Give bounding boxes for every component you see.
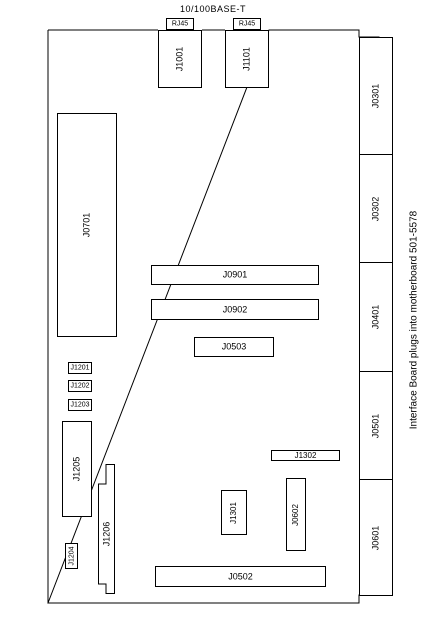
connector-j0503: J0503 (194, 337, 274, 357)
connector-j0401: J0401 (359, 262, 393, 372)
connector-j1205: J1205 (62, 421, 92, 517)
connector-j1203: J1203 (68, 399, 92, 411)
connector-j1204: J1204 (65, 543, 78, 569)
connector-j0701: J0701 (57, 113, 117, 337)
connector-j1201: J1201 (68, 362, 92, 374)
connector-j0901: J0901 (151, 265, 319, 285)
connector-j1101: J1101 (225, 30, 269, 88)
rj45-jack-right: RJ45 J1101 (225, 18, 269, 88)
connector-j1001: J1001 (158, 30, 202, 88)
connector-j1302: J1302 (271, 450, 340, 461)
rj45-tag-right: RJ45 (233, 18, 261, 30)
connector-j0301: J0301 (359, 37, 393, 155)
connector-j0302: J0302 (359, 154, 393, 263)
connector-j1202: J1202 (68, 380, 92, 392)
connector-j0601: J0601 (359, 479, 393, 596)
connector-j1301: J1301 (221, 490, 247, 535)
ethernet-port-title: 10/100BASE-T (179, 4, 247, 14)
connector-j0501: J0501 (359, 371, 393, 480)
rj45-jack-left: RJ45 J1001 (158, 18, 202, 88)
connector-j0602: J0602 (286, 478, 306, 551)
rj45-tag-left: RJ45 (166, 18, 194, 30)
connector-j0902: J0902 (151, 299, 319, 320)
connector-j0502: J0502 (155, 566, 326, 587)
connector-j1206-outline (98, 464, 115, 594)
motherboard-note: Interface Board plugs into motherboard 5… (408, 210, 420, 430)
connector-j1206: J1206 (101, 521, 112, 547)
